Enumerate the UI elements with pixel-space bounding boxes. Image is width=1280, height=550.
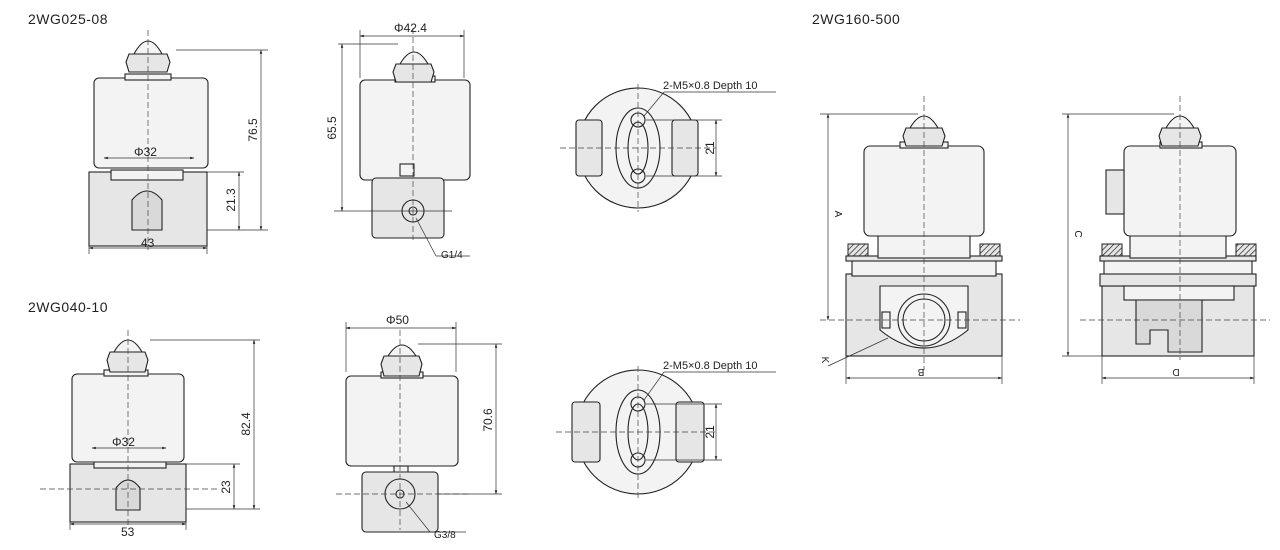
- m2-phi-coil: Φ32: [112, 435, 135, 449]
- m3-dim-k: K: [819, 357, 830, 364]
- m1-mount-spacing: 21: [703, 141, 717, 155]
- m3-side-view: [1062, 96, 1270, 384]
- m1-height-total: 76.5: [246, 118, 260, 142]
- m1-mount-note: 2-M5×0.8 Depth 10: [663, 80, 757, 92]
- m2-port: G3/8: [434, 530, 456, 541]
- m2-top-view: [556, 366, 776, 498]
- m3-dim-a: A: [832, 211, 843, 218]
- m2-width-body: 53: [121, 525, 135, 539]
- model-label-2wg040-10: 2WG040-10: [28, 299, 108, 315]
- m1-phi-coil: Φ32: [134, 145, 157, 159]
- m2-height-body: 23: [219, 480, 233, 494]
- m2-height-side: 70.6: [481, 408, 495, 432]
- m1-height-body: 21.3: [224, 188, 238, 212]
- m1-port: G1/4: [441, 250, 463, 261]
- m1-height-side: 65.5: [325, 116, 339, 140]
- m1-top-view: [560, 84, 776, 212]
- m3-dim-d: D: [1172, 366, 1179, 377]
- m2-mount-note: 2-M5×0.8 Depth 10: [663, 360, 757, 372]
- m2-phi-side: Φ50: [386, 313, 409, 327]
- m2-side-view: [336, 322, 502, 533]
- m2-mount-spacing: 21: [703, 425, 717, 439]
- model-label-2wg025-08: 2WG025-08: [28, 11, 108, 27]
- m3-front-view: [820, 96, 1020, 384]
- m3-dim-b: B: [917, 366, 924, 377]
- m3-dim-c: C: [1072, 230, 1083, 237]
- m2-height-total: 82.4: [239, 412, 253, 436]
- m1-front-view: [88, 30, 268, 254]
- m1-side-view: [334, 28, 471, 257]
- m2-front-view: [40, 330, 260, 530]
- m1-width-body: 43: [141, 236, 155, 250]
- m1-phi-side: Φ42.4: [394, 21, 427, 35]
- model-label-2wg160-500: 2WG160-500: [812, 11, 900, 27]
